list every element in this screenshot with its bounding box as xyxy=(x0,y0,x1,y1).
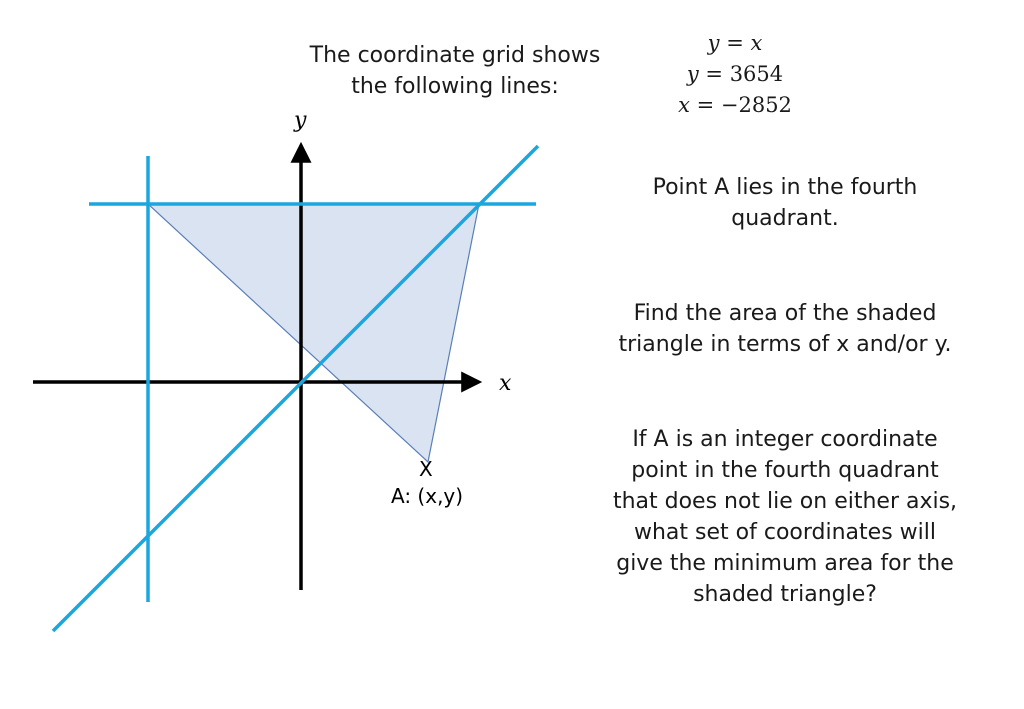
point-a-line-2: quadrant. xyxy=(731,206,839,231)
intro-line-2: the following lines: xyxy=(351,74,559,99)
point-a-line-1: Point A lies in the fourth xyxy=(652,175,918,200)
question-line-4: what set of coordinates will xyxy=(634,520,936,545)
question-line-1: If A is an integer coordinate xyxy=(632,427,938,452)
point-a-statement: Point A lies in the fourth quadrant. xyxy=(610,172,960,234)
intro-text: The coordinate grid shows the following … xyxy=(270,40,640,102)
equation-2: y = 3654 xyxy=(686,62,784,86)
find-area-statement: Find the area of the shaded triangle in … xyxy=(585,298,985,360)
point-a-marker: X xyxy=(419,457,433,481)
find-line-1: Find the area of the shaded xyxy=(633,301,937,326)
question-line-2: point in the fourth quadrant xyxy=(631,458,939,483)
shaded-triangle xyxy=(146,203,480,464)
equation-3: x = −2852 xyxy=(678,93,792,117)
point-a-label: A: (x,y) xyxy=(391,484,463,508)
line-y-equals-x xyxy=(51,144,540,633)
find-line-2: triangle in terms of x and/or y. xyxy=(618,332,952,357)
intro-line-1: The coordinate grid shows xyxy=(309,43,601,68)
question-line-5: give the minimum area for the xyxy=(616,551,954,576)
question-line-3: that does not lie on either axis, xyxy=(612,489,958,514)
equation-1: y = x xyxy=(707,31,763,55)
y-axis-label: y xyxy=(293,108,307,133)
question-statement: If A is an integer coordinate point in t… xyxy=(585,424,985,610)
equation-list: y = x y = 3654 x = −2852 xyxy=(630,28,840,121)
x-axis-label: x xyxy=(499,371,512,396)
question-line-6: shaded triangle? xyxy=(693,582,877,607)
